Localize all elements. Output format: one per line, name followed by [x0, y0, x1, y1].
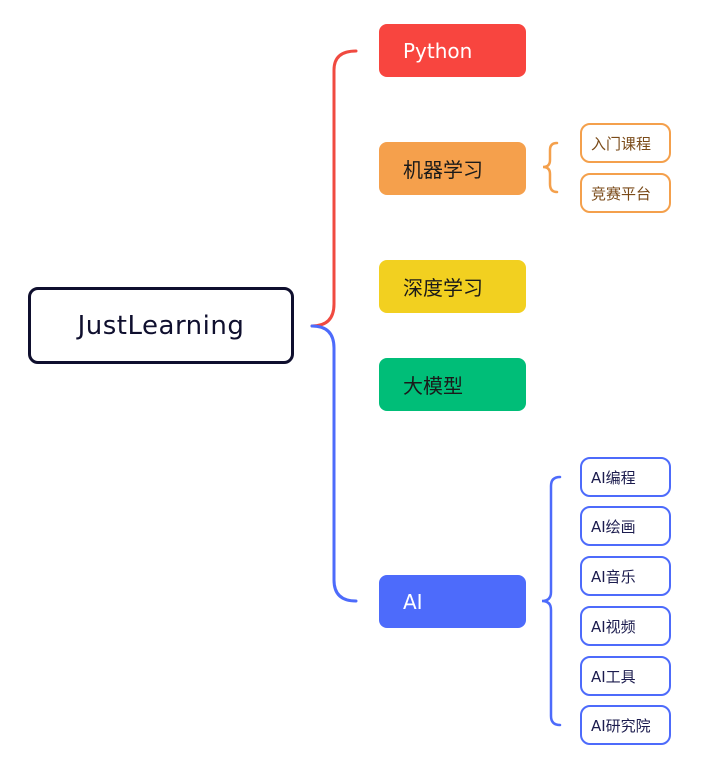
- node-ai-programming-label: AI编程: [591, 468, 636, 487]
- node-ai-research-institute-label: AI研究院: [591, 716, 651, 735]
- node-ai-video[interactable]: AI视频: [580, 606, 671, 646]
- root-node[interactable]: JustLearning: [28, 287, 294, 364]
- node-ai-video-label: AI视频: [591, 617, 636, 636]
- node-competition-platform-label: 竞赛平台: [591, 184, 652, 203]
- node-ai-tools-label: AI工具: [591, 667, 636, 686]
- node-deep-learning-label: 深度学习: [403, 276, 483, 300]
- node-python-label: Python: [403, 38, 473, 63]
- node-intro-courses[interactable]: 入门课程: [580, 123, 671, 163]
- node-ai-music-label: AI音乐: [591, 567, 636, 586]
- connector-root-upper: [310, 49, 358, 328]
- node-ai[interactable]: AI: [379, 575, 526, 628]
- node-python[interactable]: Python: [379, 24, 526, 77]
- node-intro-courses-label: 入门课程: [591, 134, 652, 153]
- node-ai-painting-label: AI绘画: [591, 517, 636, 536]
- node-competition-platform[interactable]: 竞赛平台: [580, 173, 671, 213]
- connector-root-lower: [310, 324, 358, 603]
- connector-ai-brace: [541, 475, 562, 727]
- node-ai-music[interactable]: AI音乐: [580, 556, 671, 596]
- node-ai-label: AI: [403, 589, 423, 614]
- node-large-model[interactable]: 大模型: [379, 358, 526, 411]
- node-ai-painting[interactable]: AI绘画: [580, 506, 671, 546]
- node-ai-research-institute[interactable]: AI研究院: [580, 705, 671, 745]
- node-machine-learning-label: 机器学习: [403, 158, 483, 182]
- node-deep-learning[interactable]: 深度学习: [379, 260, 526, 313]
- node-large-model-label: 大模型: [403, 374, 463, 398]
- node-ai-tools[interactable]: AI工具: [580, 656, 671, 696]
- node-machine-learning[interactable]: 机器学习: [379, 142, 526, 195]
- root-label: JustLearning: [77, 310, 245, 341]
- connector-ml-brace: [542, 141, 559, 194]
- node-ai-programming[interactable]: AI编程: [580, 457, 671, 497]
